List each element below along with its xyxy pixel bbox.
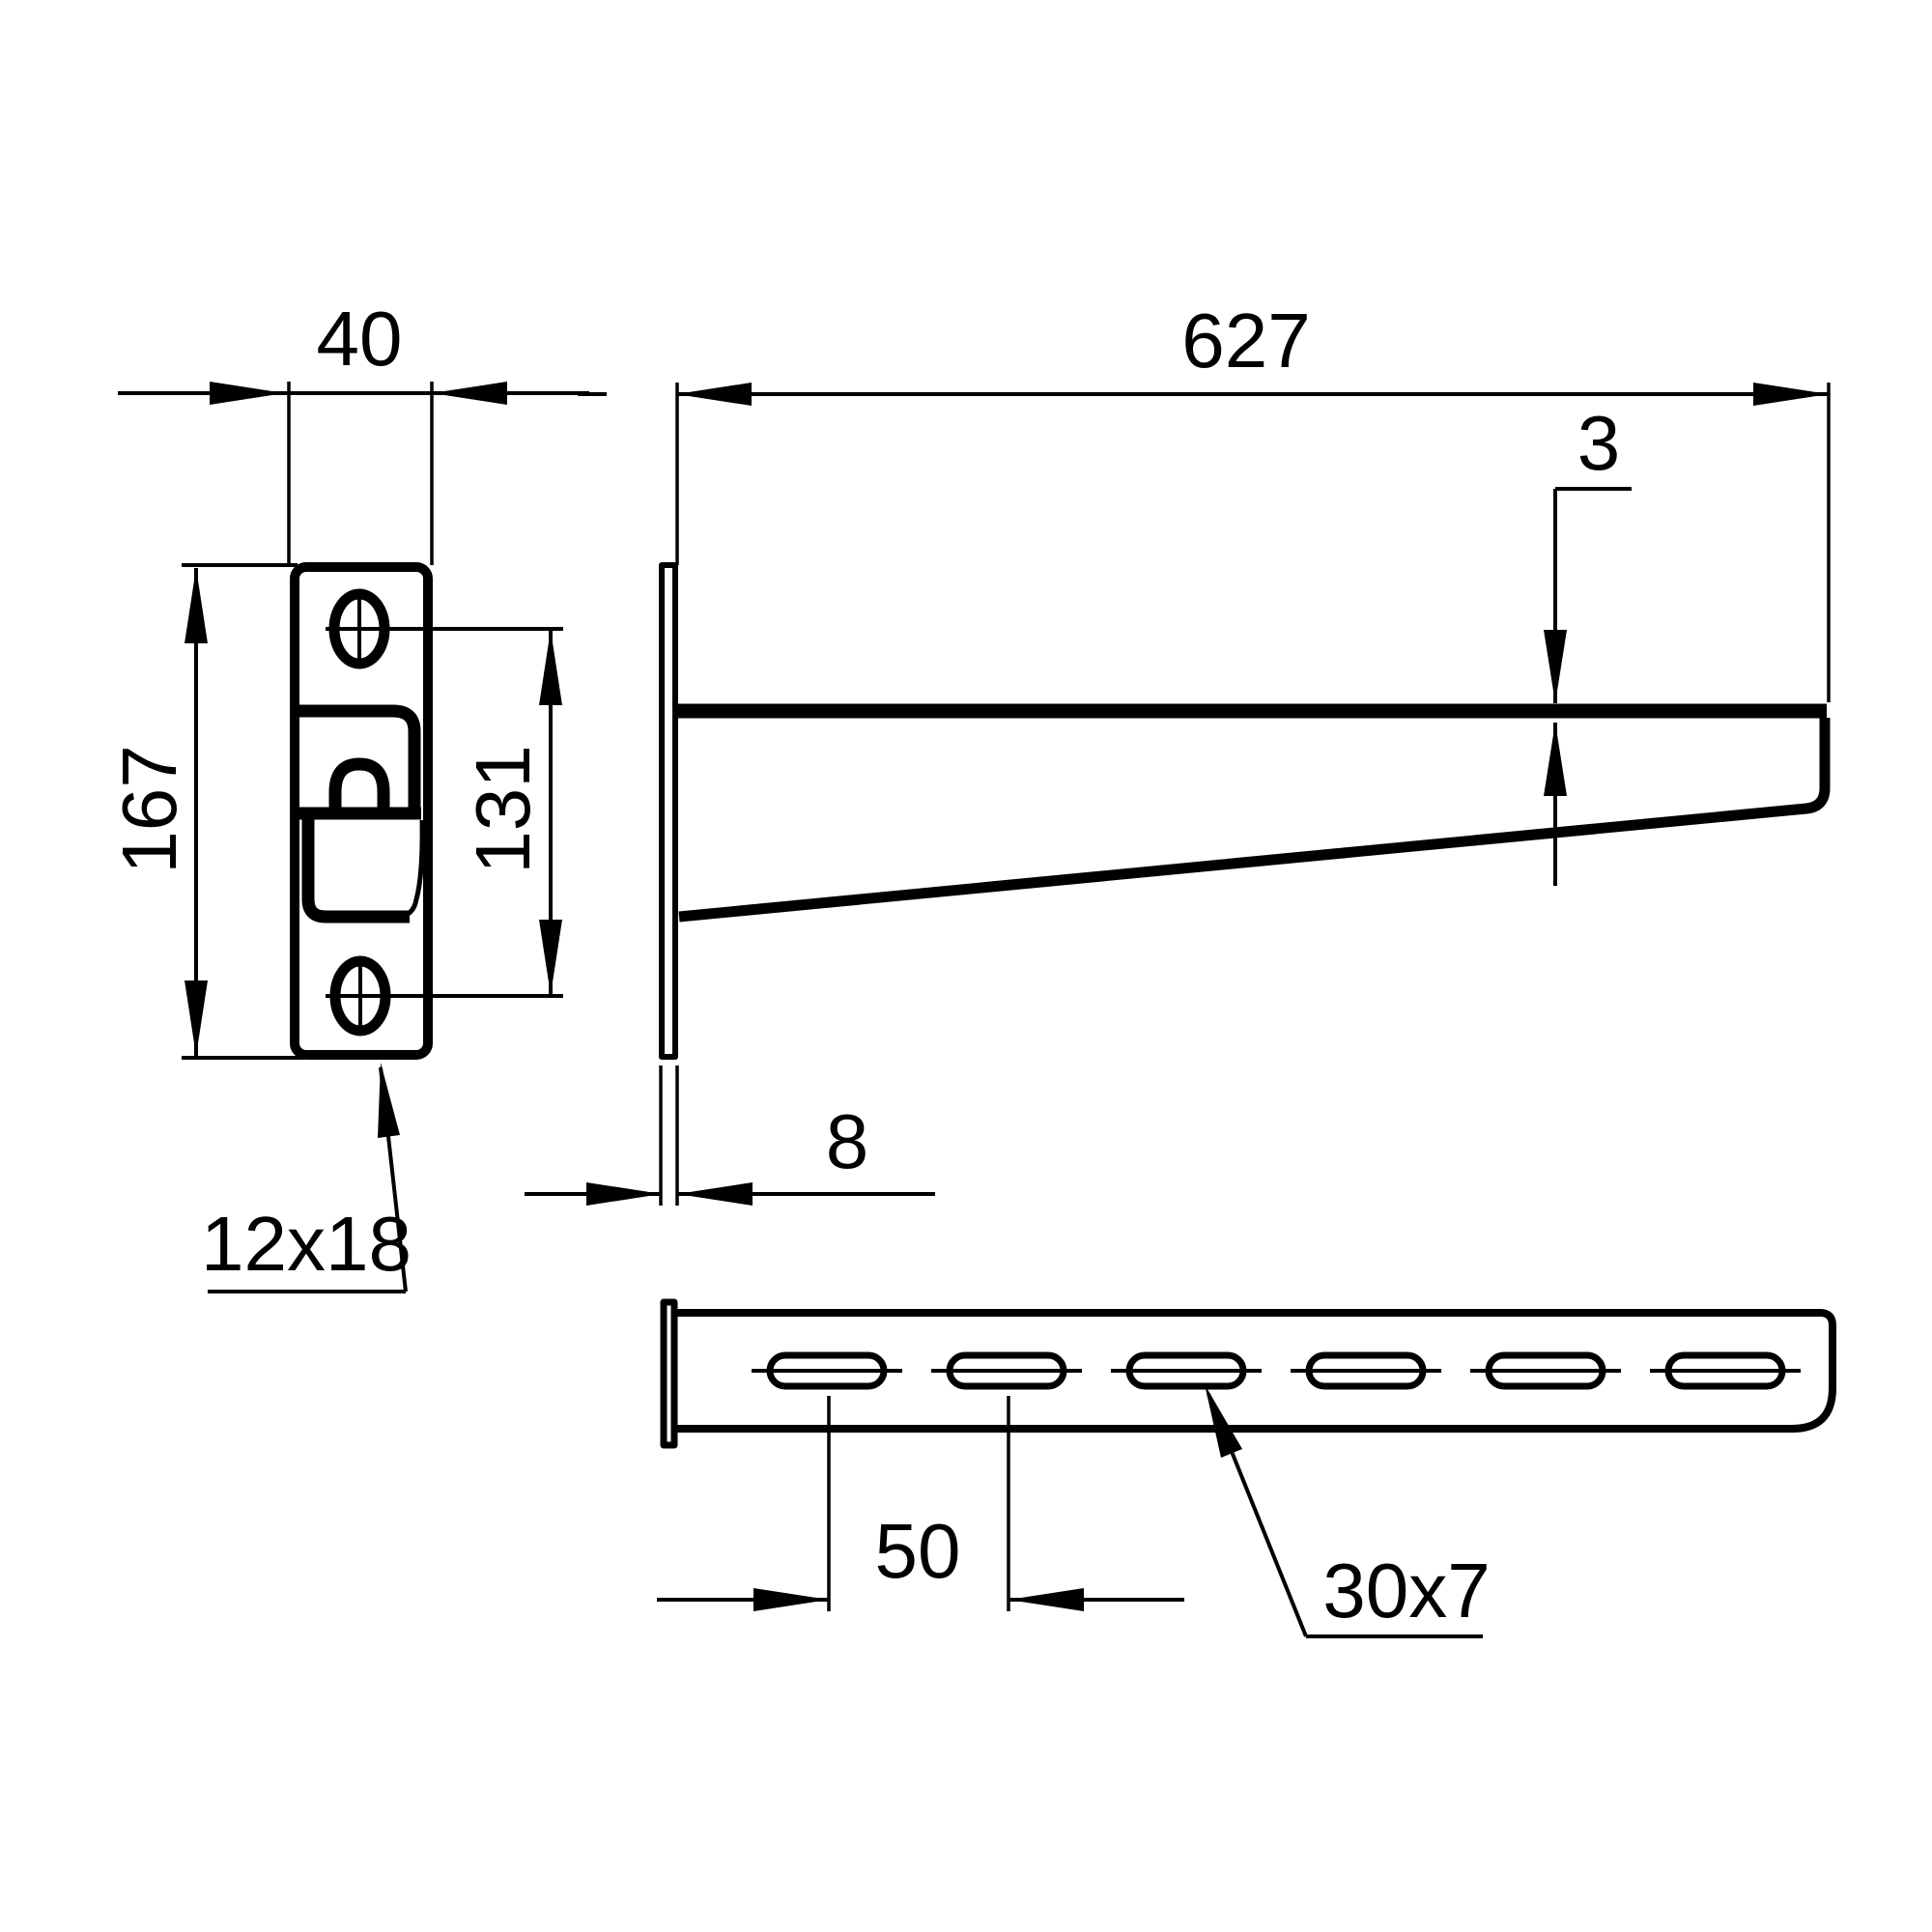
callout-30x7-label: 30x7 — [1322, 1548, 1490, 1634]
dim-167-arrowhead-top — [185, 568, 208, 643]
hook-cutout-lower-left-edge — [301, 819, 410, 923]
dim-131-label: 131 — [460, 745, 546, 873]
dim-40-arrowhead-right — [432, 382, 507, 405]
callout-slot-size-30x7: 30x7 — [1205, 1384, 1491, 1638]
dim-3-arrowhead-up — [1544, 723, 1567, 796]
callout-30x7-leader-arrowhead — [1205, 1384, 1242, 1458]
bottom-view — [660, 1298, 1836, 1449]
dim-hole-spacing-131: 131 — [326, 627, 563, 998]
dim-8-arrowhead-left — [586, 1182, 662, 1206]
dim-167-label: 167 — [106, 745, 192, 873]
dim-131-arrowhead-top — [539, 630, 562, 705]
dim-40-label: 40 — [317, 296, 403, 382]
hook-cutout-lower-right-edge — [395, 819, 425, 920]
dim-131-arrowhead-bottom — [539, 920, 562, 995]
bottom-view-body-outline — [677, 1309, 1836, 1433]
hook-cutout-top-bar — [299, 704, 421, 808]
callout-hole-size-12x18: 12x18 — [201, 1063, 412, 1293]
bottom-view-end-cap — [660, 1298, 678, 1449]
callout-12x18-label: 12x18 — [201, 1201, 412, 1287]
dim-627-arrowhead-left — [676, 383, 752, 406]
hook-cutout-arch — [328, 757, 390, 814]
dim-plate-thickness-8: 8 — [525, 1065, 935, 1206]
dim-50-arrowhead-right — [1009, 1588, 1084, 1611]
dim-627-arrowhead-right — [1753, 383, 1829, 406]
dim-length-627: 627 — [578, 298, 1831, 702]
dim-627-label: 627 — [1181, 298, 1310, 384]
dim-height-167: 167 — [106, 563, 304, 1060]
dim-8-label: 8 — [826, 1098, 869, 1184]
dim-50-arrowhead-left — [753, 1588, 829, 1611]
dim-flange-thickness-3: 3 — [1544, 400, 1632, 886]
dim-3-label: 3 — [1577, 400, 1621, 486]
arm-tip-and-bottom-edge — [678, 718, 1831, 923]
dim-40-arrowhead-left — [210, 382, 285, 405]
dim-50-label: 50 — [875, 1508, 961, 1594]
dim-3-arrowhead-down — [1544, 630, 1567, 703]
callout-12x18-leader-arrowhead — [378, 1063, 400, 1138]
front-view — [290, 562, 433, 1060]
side-wall-plate-outline — [659, 562, 678, 1060]
front-plate-outline — [290, 562, 433, 1060]
dim-167-arrowhead-bottom — [185, 980, 208, 1056]
dim-slot-pitch-50: 50 — [657, 1396, 1184, 1611]
side-view — [659, 562, 1831, 1060]
dim-width-40: 40 — [118, 296, 589, 565]
dim-8-arrowhead-right — [677, 1182, 753, 1206]
